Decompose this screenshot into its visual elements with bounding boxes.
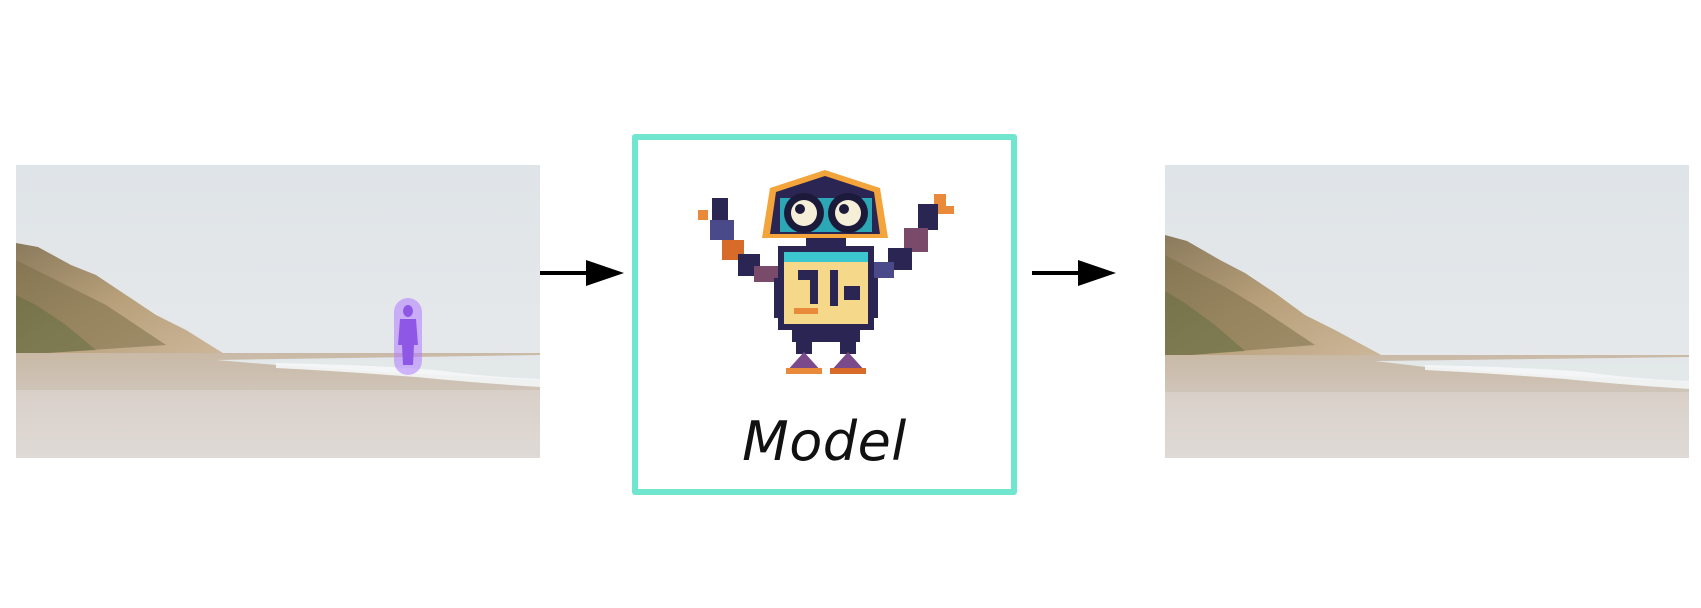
beach-scene-output	[1165, 165, 1689, 458]
model-box: Model	[632, 134, 1017, 495]
beach-scene-input	[16, 165, 540, 458]
arrow-right-icon	[1032, 260, 1116, 286]
output-image	[1165, 165, 1689, 458]
person-highlight	[394, 298, 422, 375]
robot-icon	[698, 170, 954, 374]
model-label: Model	[742, 410, 907, 473]
arrow-right-icon	[540, 260, 624, 286]
input-image	[16, 165, 540, 458]
